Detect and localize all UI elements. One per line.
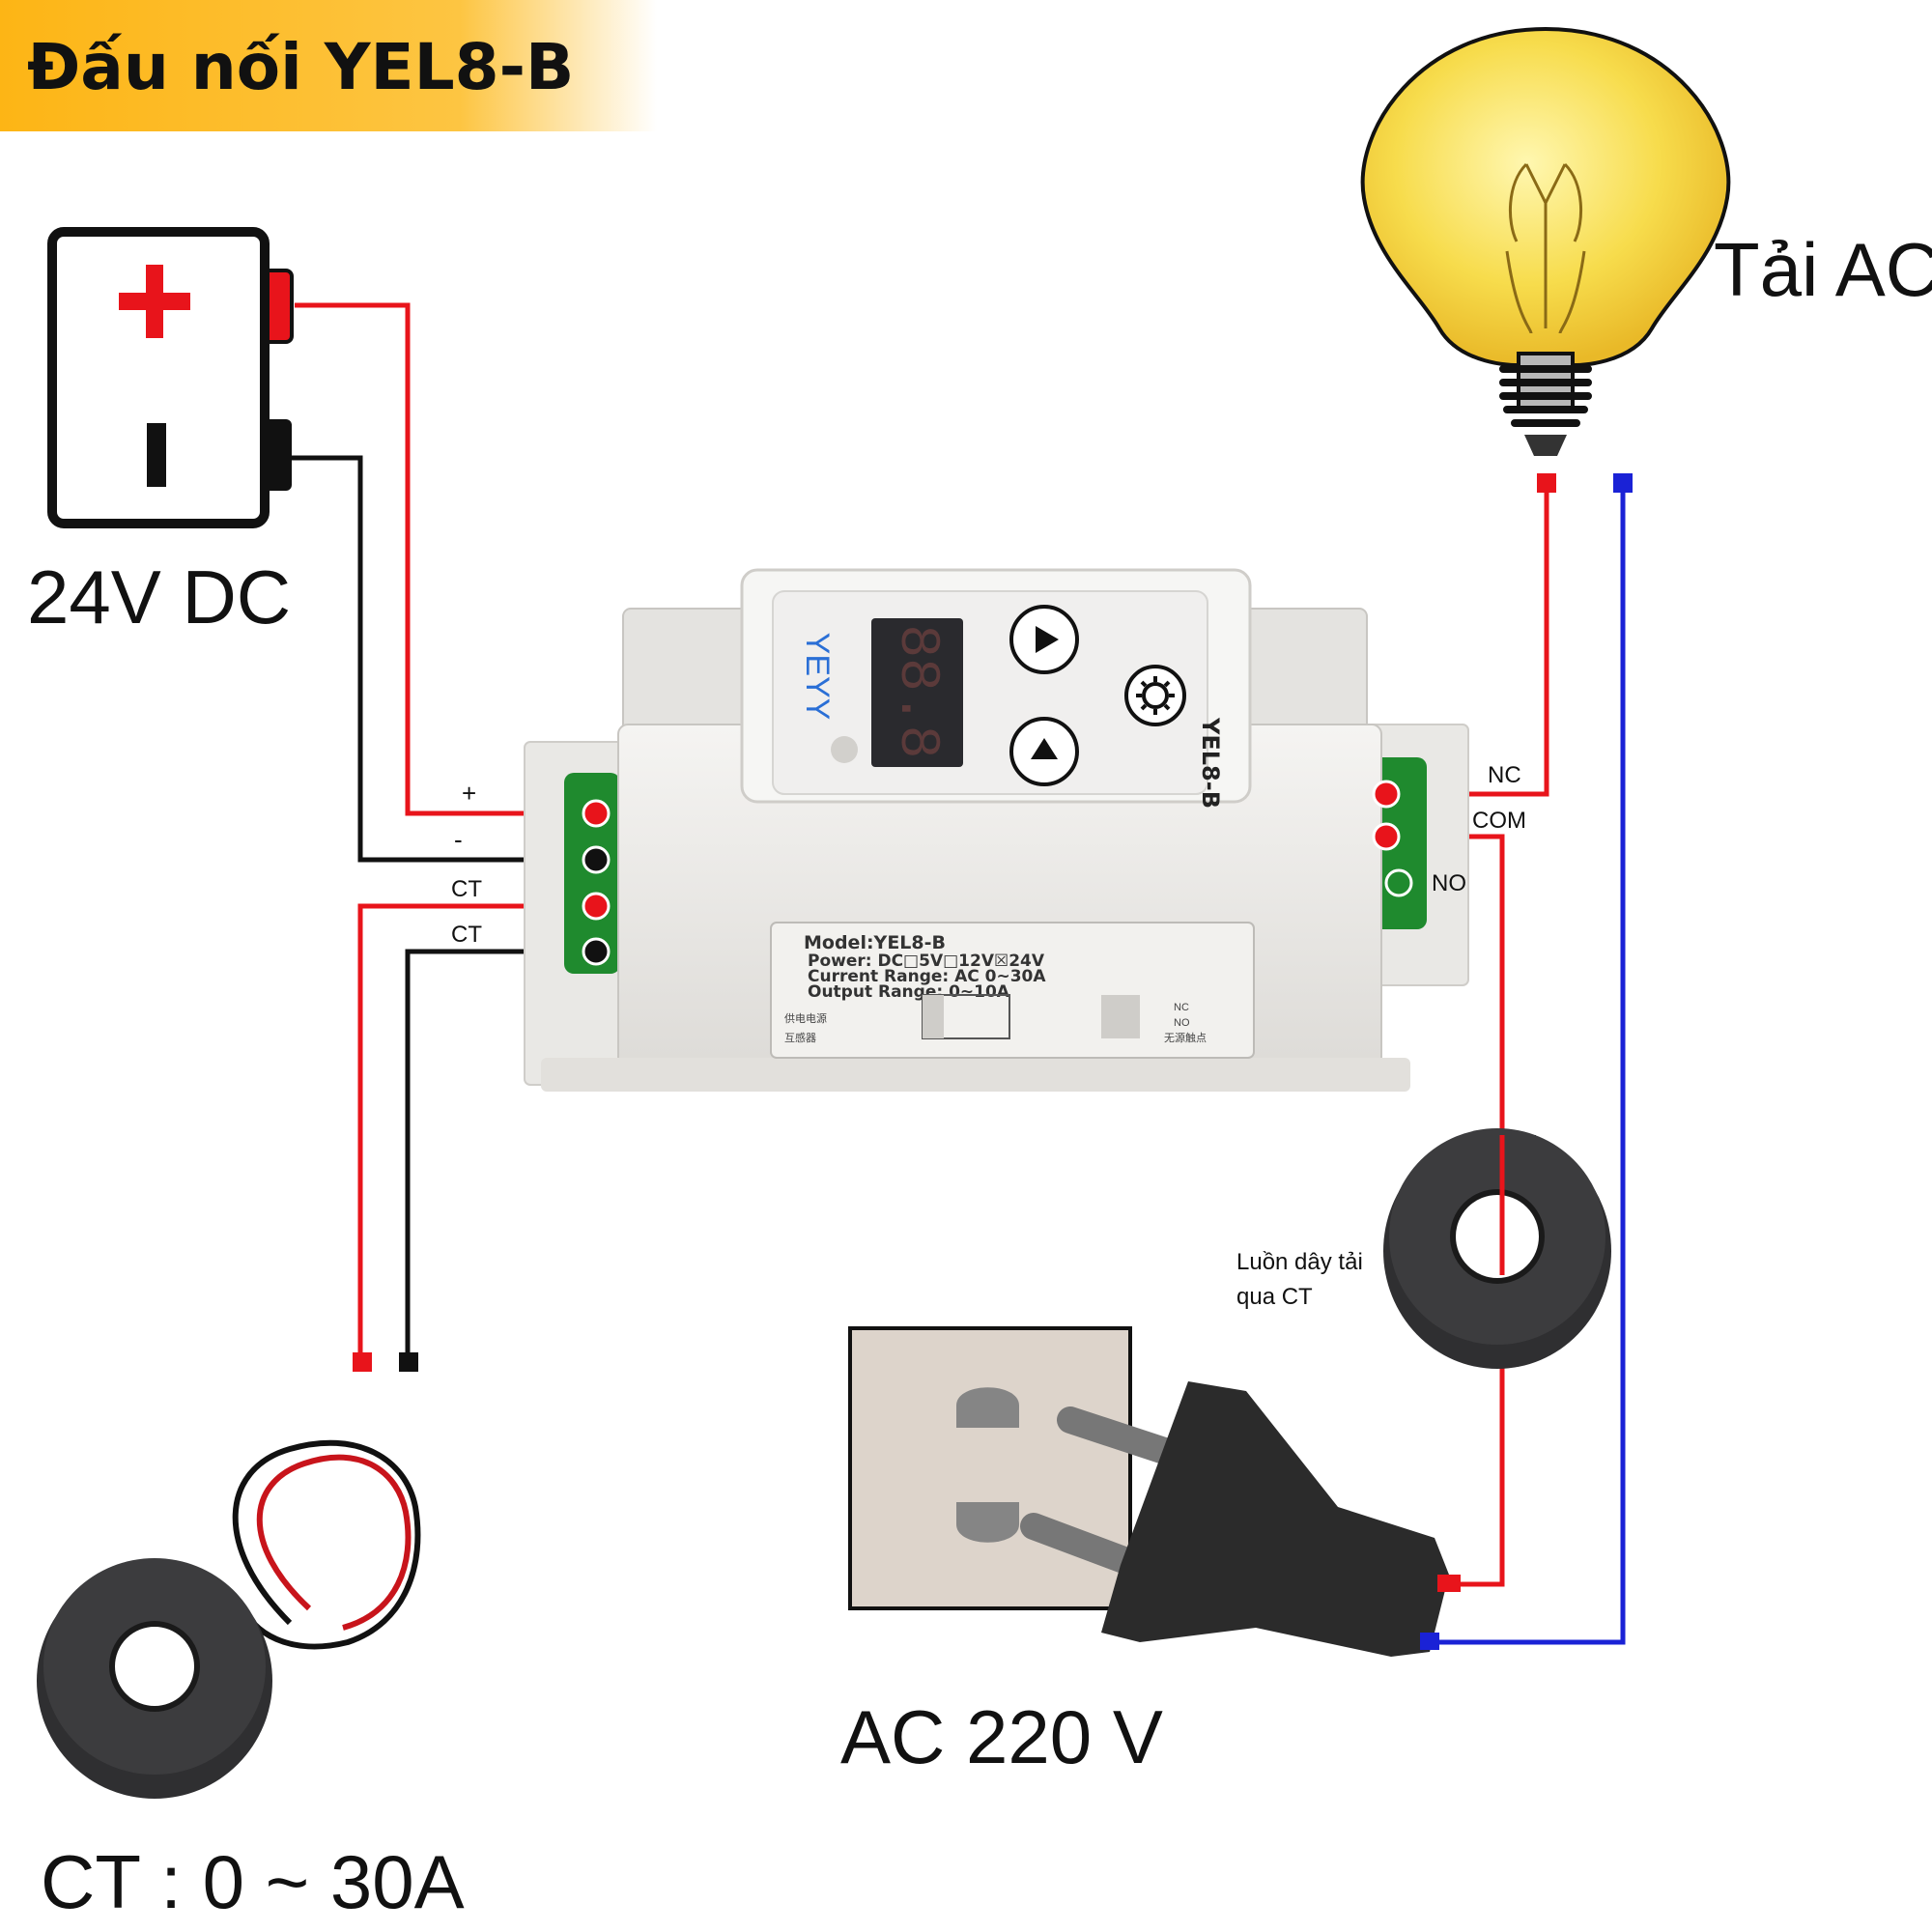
ct-note-line2: qua CT — [1236, 1284, 1313, 1310]
sticker-no: NO — [1174, 1017, 1190, 1029]
ac-source-label: AC 220 V — [840, 1694, 1163, 1779]
display-readout: 88.8 — [885, 624, 948, 758]
terminal-minus-label: - — [454, 825, 463, 854]
ct-icon — [37, 1439, 421, 1799]
title-banner — [0, 0, 657, 131]
outlet-icon — [848, 1326, 1132, 1610]
ct-sensor-label: CT : 0 ~ 30A — [41, 1839, 465, 1924]
load-red-end — [1537, 473, 1556, 493]
wire-dc-minus — [290, 455, 596, 863]
page-title: Đấu nối YEL8-B — [27, 30, 574, 104]
terminal-nc-label: NC — [1488, 762, 1521, 788]
sticker-output: Output Range: 0~10A — [808, 982, 1010, 1002]
battery-icon — [47, 227, 294, 528]
terminal-com-label: COM — [1472, 808, 1526, 834]
side-model-label: YEL8-B — [1197, 717, 1224, 809]
wire-dc-plus — [295, 302, 596, 816]
terminal-no-label: NO — [1432, 870, 1466, 896]
dc-supply-label: 24V DC — [27, 554, 291, 639]
wire-ct-red — [357, 903, 596, 1354]
ac-load-label: Tải AC — [1714, 227, 1932, 312]
sticker-cn-row1: 供电电源 — [784, 1011, 827, 1025]
plug-icon — [1020, 1381, 1461, 1657]
terminal-ct2-label: CT — [451, 922, 482, 948]
sticker-nc: NC — [1174, 1002, 1189, 1013]
brand-logo: YEYY — [799, 633, 836, 721]
sticker-current: Current Range: AC 0~30A — [808, 967, 1046, 986]
ct-note-line1: Luồn dây tải — [1236, 1249, 1363, 1275]
sticker-model: Model:YEL8-B — [804, 932, 946, 953]
sticker-cn-relay: 无源触点 — [1164, 1031, 1207, 1044]
ct-load-icon — [1383, 1128, 1611, 1369]
terminal-ct1-label: CT — [451, 876, 482, 902]
up-button-icon[interactable] — [1009, 717, 1079, 786]
yel8b-device: 88.8 YEYY YEL8-B Model:YEL8-B Power: DC□… — [524, 568, 1469, 1092]
ct-black-end — [399, 1352, 418, 1372]
gear-icon[interactable] — [1124, 665, 1186, 726]
ct-red-end — [353, 1352, 372, 1372]
load-blue-end — [1613, 473, 1633, 493]
sticker-cn-row2: 互感器 — [784, 1032, 816, 1044]
wire-neutral — [1435, 485, 1626, 1645]
play-icon[interactable] — [1009, 605, 1079, 674]
bulb-icon — [1360, 26, 1731, 456]
sticker-power: Power: DC□5V□12V☒24V — [808, 952, 1045, 971]
terminal-plus-label: + — [462, 779, 476, 808]
